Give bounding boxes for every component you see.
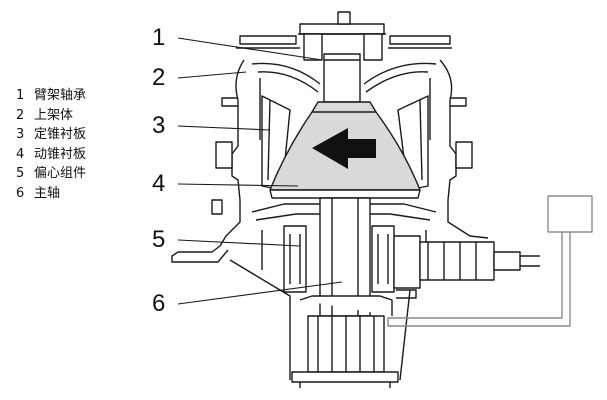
leader-lines (177, 37, 343, 305)
leader-line-4 (177, 183, 299, 187)
upper-frame (215, 59, 473, 201)
callout-1: 1 (152, 24, 166, 51)
callout-4: 4 (152, 170, 166, 197)
leader-line-5 (177, 239, 301, 247)
eccentric-assembly (283, 225, 395, 293)
flow-arrow (312, 128, 376, 169)
top-spider (236, 11, 452, 61)
leader-line-2 (177, 71, 247, 79)
countershaft (393, 235, 540, 299)
leader-line-6 (177, 281, 343, 305)
leader-line-3 (177, 125, 271, 131)
callout-5: 5 (152, 226, 166, 253)
base-assembly (291, 295, 399, 388)
control-box (547, 195, 593, 233)
callout-2: 2 (152, 64, 166, 91)
shaft-top (323, 53, 361, 103)
callout-3: 3 (152, 112, 166, 139)
callout-6: 6 (152, 290, 166, 317)
leader-line-1 (177, 37, 323, 61)
control-connector (387, 232, 571, 327)
